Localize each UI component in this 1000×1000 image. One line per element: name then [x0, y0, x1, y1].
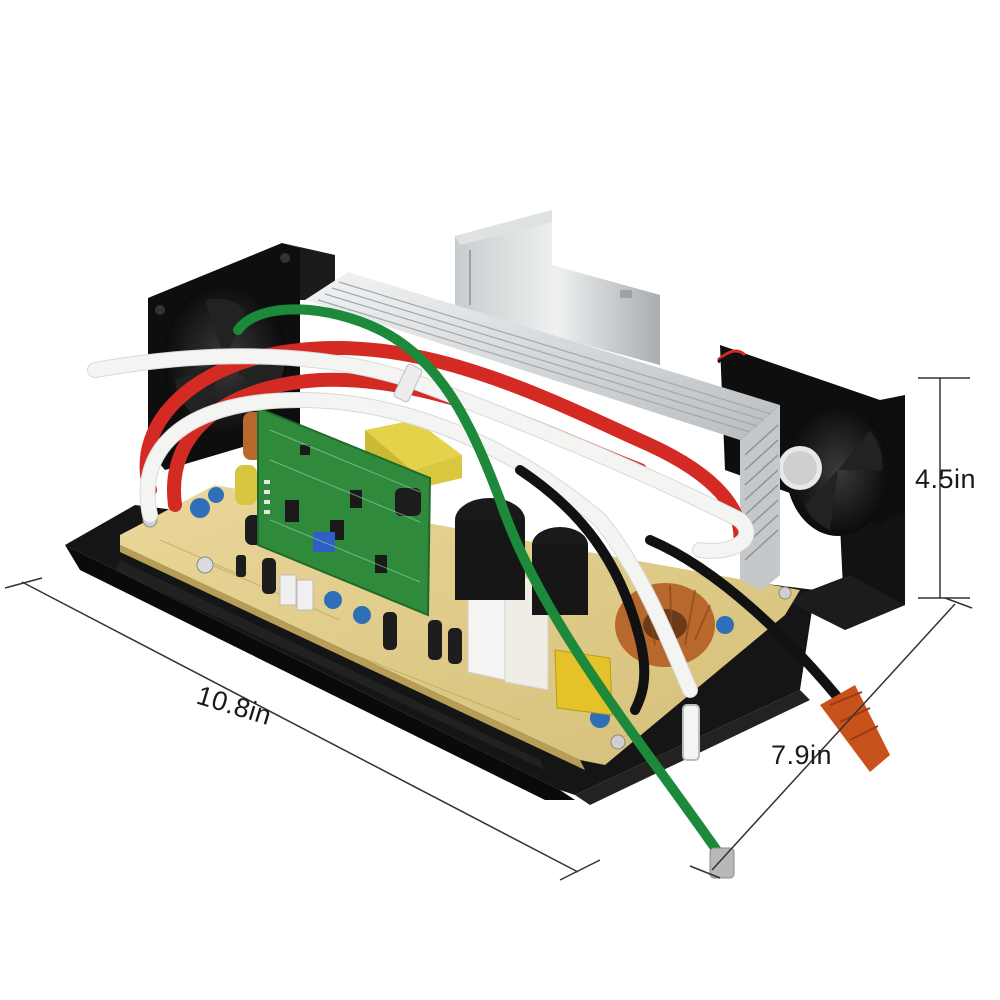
wire-white	[87, 348, 755, 761]
right-fan-bracket	[785, 505, 905, 630]
wire-black	[515, 465, 845, 715]
control-board	[257, 406, 432, 617]
dimension-depth-label: 7.9in	[771, 740, 833, 770]
wire-nut	[820, 685, 890, 772]
dimension-lines	[4, 377, 973, 881]
metal-shield	[455, 210, 660, 365]
cable-tie	[393, 363, 423, 403]
dimension-height-label: 4.5in	[915, 464, 977, 494]
wire-green	[233, 304, 735, 879]
